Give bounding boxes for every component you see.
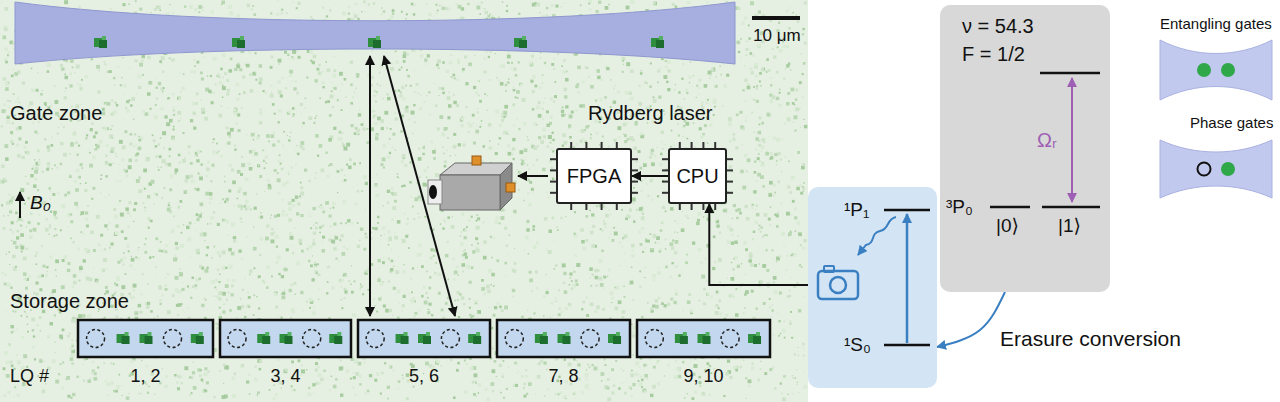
figure: FPGACPU¹P₁¹S₀ν = 54.3F = 1/2Ωᵣ³P₀|0⟩|1⟩E… — [0, 0, 1280, 402]
